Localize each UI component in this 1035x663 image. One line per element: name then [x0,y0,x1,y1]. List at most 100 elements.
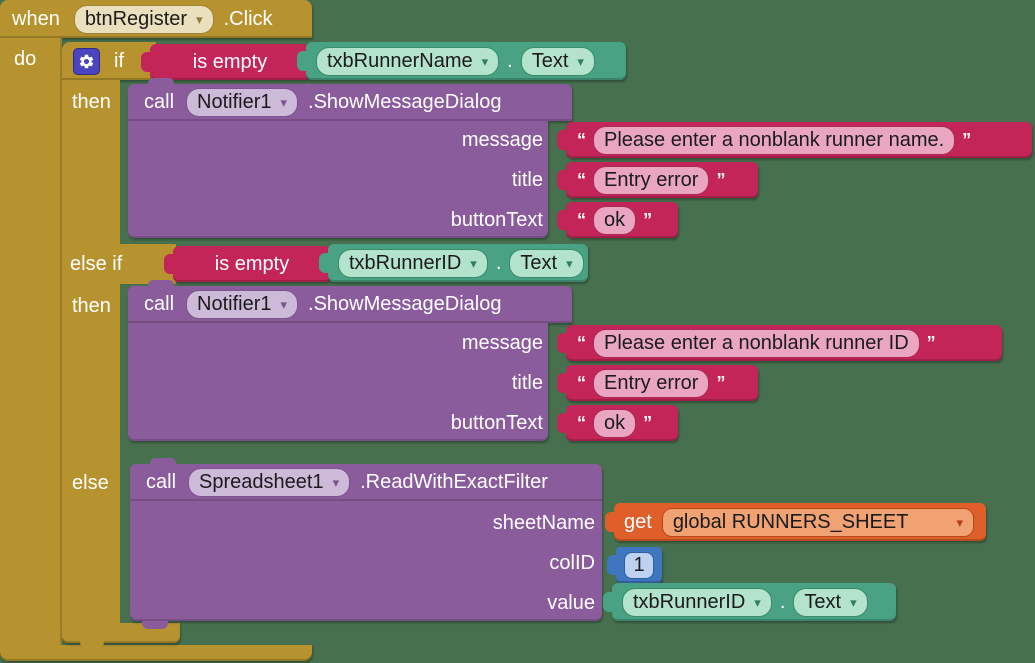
call-spreadsheet1-body[interactable] [130,501,602,621]
call-spreadsheet1-header[interactable]: call Spreadsheet1 ▾ .ReadWithExactFilter [130,464,602,501]
else-if-label: else if [70,253,123,275]
number-block[interactable]: 1 [616,547,662,583]
text-value[interactable]: Please enter a nonblank runner ID [593,328,920,358]
arg-label-message: message [461,332,543,354]
do-label: do [14,48,37,70]
then-label-1: then [72,91,111,113]
text-block-title-2[interactable]: “ Entry error ” [566,365,758,401]
property-dropdown-text[interactable]: Text ▾ [509,248,584,278]
getter-block-txbRunnerName-text[interactable]: txbRunnerName ▾ . Text ▾ [306,42,626,80]
component-dropdown-label: btnRegister [84,7,188,30]
mutator-gear-icon[interactable] [73,47,100,75]
variable-dropdown-global-runners-sheet[interactable]: global RUNNERS_SHEET ▾ [661,507,974,537]
dropdown-arrow-icon: ▾ [280,95,288,110]
component-dropdown-notifier1[interactable]: Notifier1 ▾ [186,290,299,319]
component-dropdown-txbRunnerID[interactable]: txbRunnerID ▾ [622,587,772,617]
get-keyword: get [624,510,652,533]
arg-label-title: title [511,169,543,191]
arg-label-message: message [461,129,543,151]
event-name: .Click [223,7,273,30]
dropdown-arrow-icon: ▾ [754,594,761,610]
text-value[interactable]: ok [593,205,637,235]
getter-block-txbRunnerID-text-2[interactable]: txbRunnerID ▾ . Text ▾ [612,583,896,621]
component-dropdown-label: txbRunnerName [327,49,473,72]
dropdown-arrow-icon: ▾ [196,11,203,27]
is-empty-label: is empty [192,50,268,73]
component-dropdown-label: Notifier1 [197,293,272,315]
arg-label-buttonText: buttonText [450,209,543,231]
call-keyword: call [144,293,175,315]
text-block-buttontext-2[interactable]: “ ok ” [566,405,678,441]
text-value[interactable]: Please enter a nonblank runner name. [593,125,956,155]
when-keyword: when [12,7,60,30]
dot-separator: . [495,251,502,274]
property-dropdown-label: Text [531,49,569,72]
dropdown-arrow-icon: ▾ [566,255,573,271]
call-notifier1-header-1[interactable]: call Notifier1 ▾ .ShowMessageDialog [128,84,572,121]
component-dropdown-label: txbRunnerID [633,590,746,613]
arg-label-buttonText: buttonText [450,412,543,434]
dropdown-arrow-icon: ▾ [577,53,584,69]
dropdown-arrow-icon: ▾ [956,514,963,530]
if-block-elseif-arm [62,244,176,284]
call-notifier1-header-2[interactable]: call Notifier1 ▾ .ShowMessageDialog [128,286,572,323]
component-dropdown-label: Notifier1 [197,91,272,113]
text-block-message-1[interactable]: “ Please enter a nonblank runner name. ” [566,122,1032,158]
open-quote: “ [577,372,586,393]
call-keyword: call [144,91,175,113]
when-block-bottom-bar[interactable] [0,645,312,661]
method-name: .ReadWithExactFilter [360,471,548,493]
open-quote: “ [577,169,586,190]
call-notifier1-body-2[interactable] [128,323,548,441]
when-event-block-header[interactable]: when btnRegister ▾ .Click [0,0,312,38]
property-dropdown-text[interactable]: Text ▾ [793,587,868,617]
method-name: .ShowMessageDialog [308,91,502,113]
property-dropdown-label: Text [804,590,842,613]
if-label: if [114,49,124,72]
component-dropdown-spreadsheet1[interactable]: Spreadsheet1 ▾ [188,468,351,497]
open-quote: “ [577,209,586,230]
close-quote: ” [716,169,726,190]
component-dropdown-txbRunnerName[interactable]: txbRunnerName ▾ [316,46,500,76]
component-dropdown-label: txbRunnerID [349,251,462,274]
component-dropdown-btnRegister[interactable]: btnRegister ▾ [73,4,214,34]
component-dropdown-txbRunnerID[interactable]: txbRunnerID ▾ [338,248,488,278]
close-quote: ” [962,129,972,150]
get-variable-block[interactable]: get global RUNNERS_SHEET ▾ [614,503,986,541]
text-value[interactable]: Entry error [593,368,710,398]
dropdown-arrow-icon: ▾ [850,594,857,610]
else-label: else [72,472,109,494]
open-quote: “ [577,332,586,353]
close-quote: ” [926,332,936,353]
dropdown-arrow-icon: ▾ [280,297,288,312]
statement-next-connector [142,621,168,629]
text-block-message-2[interactable]: “ Please enter a nonblank runner ID ” [566,325,1002,361]
is-empty-block-1[interactable]: is empty [150,44,310,80]
dot-separator: . [779,590,786,613]
open-quote: “ [577,129,586,150]
close-quote: ” [643,209,653,230]
text-block-buttontext-1[interactable]: “ ok ” [566,202,678,238]
text-block-title-1[interactable]: “ Entry error ” [566,162,758,198]
property-dropdown-text[interactable]: Text ▾ [520,46,595,76]
open-quote: “ [577,412,586,433]
dropdown-arrow-icon: ▾ [470,255,477,271]
number-value[interactable]: 1 [624,551,654,579]
dropdown-arrow-icon: ▾ [481,53,489,69]
when-block-left-spine[interactable] [0,38,62,645]
text-value[interactable]: ok [593,408,637,438]
arg-label-value: value [547,592,595,614]
component-dropdown-notifier1[interactable]: Notifier1 ▾ [186,88,299,117]
statement-connector [150,458,176,466]
is-empty-label: is empty [214,252,290,275]
if-block-left-spine[interactable] [62,80,120,623]
is-empty-block-2[interactable]: is empty [173,246,331,282]
arg-label-title: title [511,372,543,394]
close-quote: ” [643,412,653,433]
if-block-next-connector [80,641,104,649]
dropdown-arrow-icon: ▾ [332,475,340,490]
call-notifier1-body-1[interactable] [128,121,548,238]
getter-block-txbRunnerID-text-1[interactable]: txbRunnerID ▾ . Text ▾ [328,244,588,282]
text-value[interactable]: Entry error [593,165,710,195]
